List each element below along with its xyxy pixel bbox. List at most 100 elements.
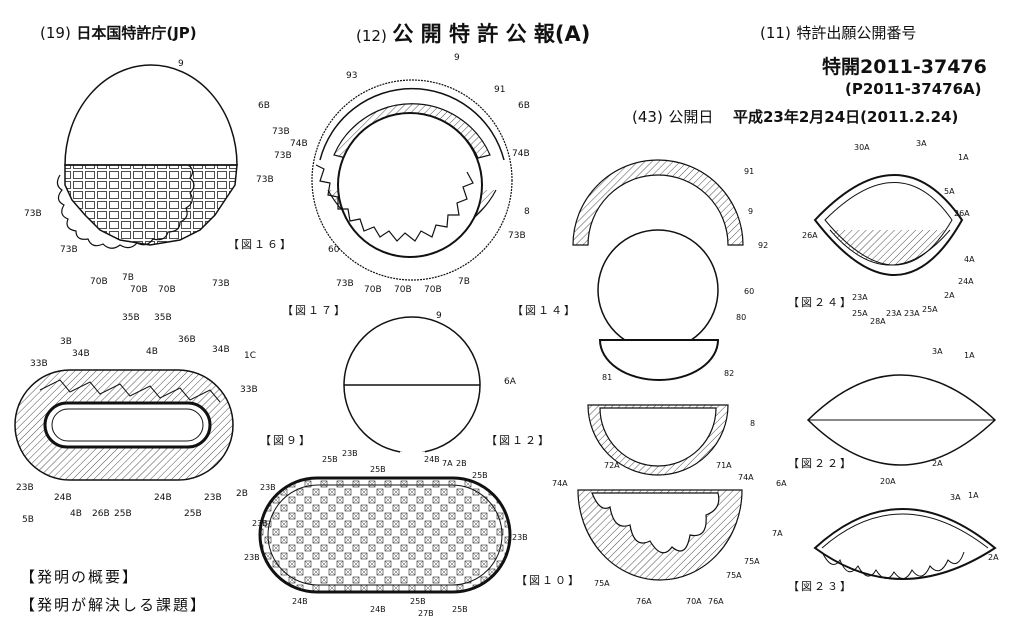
- figure-23: [815, 509, 995, 579]
- fig22-label: 20A: [880, 477, 896, 486]
- fig24-label: 26A: [802, 231, 818, 240]
- fig10-label: 24B: [292, 597, 308, 606]
- fig10-label: 25B: [472, 471, 488, 480]
- fig17-label: 91: [494, 85, 505, 95]
- fig9-label: 35B: [154, 313, 172, 323]
- fig16-label: 73B: [274, 151, 292, 161]
- fig14-label: 71A: [716, 461, 732, 470]
- fig14-label: 91: [744, 167, 754, 176]
- fig24-label: 23A: [904, 309, 920, 318]
- fig9-label: 35B: [122, 313, 140, 323]
- fig10-label: 2B: [456, 459, 467, 468]
- fig10-label: 23B: [342, 449, 358, 458]
- fig24-label: 30A: [854, 143, 870, 152]
- fig12-label: 6A: [504, 377, 517, 387]
- fig10-label: 23B: [512, 533, 528, 542]
- fig17-label: 74B: [290, 139, 308, 149]
- fig10-label: 25B: [370, 465, 386, 474]
- figure-17: [312, 80, 512, 280]
- fig17-label: 60: [328, 245, 340, 255]
- fig23-label: 1A: [968, 491, 979, 500]
- fig16-label: 73B: [272, 127, 290, 137]
- fig14-label: 60: [744, 287, 754, 296]
- fig24-label: 28A: [870, 317, 886, 326]
- fig17-label: 7B: [458, 277, 470, 287]
- fig14-label: 9: [748, 207, 753, 216]
- fig23-label: 3A: [950, 493, 961, 502]
- fig24-label: 23A: [886, 309, 902, 318]
- fig14-label: 72A: [604, 461, 620, 470]
- fig14-label: 7A: [772, 529, 783, 538]
- fig24-label: 25A: [922, 305, 938, 314]
- fig14-label: 74A: [552, 479, 568, 488]
- fig16-label: 73B: [256, 175, 274, 185]
- fig16-label: 70B: [158, 285, 176, 295]
- figure-22: [808, 375, 995, 465]
- fig16-label: 7B: [122, 273, 134, 283]
- fig16-label: 73B: [60, 245, 78, 255]
- fig14-label: 81: [602, 373, 612, 382]
- fig22-label: 2A: [932, 459, 943, 468]
- fig16-label: 70B: [130, 285, 148, 295]
- fig9-label: 25B: [184, 509, 202, 519]
- fig14-label: 8: [750, 419, 755, 428]
- fig10-label: 24B: [424, 455, 440, 464]
- figure-16: [57, 65, 237, 248]
- fig10-label: 23B: [252, 519, 268, 528]
- fig9-label: 25B: [114, 509, 132, 519]
- fig9-label: 1C: [244, 351, 256, 361]
- fig9-label: 24B: [154, 493, 172, 503]
- fig24-label: 24A: [958, 277, 974, 286]
- fig14-label: 80: [736, 313, 746, 322]
- fig17-label: 6B: [518, 101, 530, 111]
- fig24-label: 26A: [954, 209, 970, 218]
- fig17-label: 70B: [424, 285, 442, 295]
- fig9-label: 24B: [54, 493, 72, 503]
- fig12-label: 9: [436, 311, 442, 321]
- fig10-label: 23B: [260, 483, 276, 492]
- fig9-label: 33B: [240, 385, 258, 395]
- fig14-label: 75A: [726, 571, 742, 580]
- fig24-label: 5A: [944, 187, 955, 196]
- fig14-label: 74A: [738, 473, 754, 482]
- fig9-label: 4B: [146, 347, 158, 357]
- fig14-label: 92: [758, 241, 768, 250]
- fig9-label: 3B: [60, 337, 72, 347]
- fig14-label: 75A: [594, 579, 610, 588]
- fig9-label: 36B: [178, 335, 196, 345]
- fig16-label: 9: [178, 59, 184, 69]
- fig14-label: 75A: [744, 557, 760, 566]
- fig10-label: 24B: [370, 605, 386, 614]
- fig16-label: 70B: [90, 277, 108, 287]
- fig9-label: 34B: [212, 345, 230, 355]
- fig9-label: 23B: [16, 483, 34, 493]
- fig17-label: 93: [346, 71, 357, 81]
- fig9-label: 4B: [70, 509, 82, 519]
- fig10-label: 25B: [322, 455, 338, 464]
- figure-9: [15, 370, 233, 480]
- fig17-label: 73B: [336, 279, 354, 289]
- fig17-label: 73B: [508, 231, 526, 241]
- fig10-label: 25B: [410, 597, 426, 606]
- fig23-label: 2A: [988, 553, 999, 562]
- fig10-label: 23B: [244, 553, 260, 562]
- fig9-label: 26B: [92, 509, 110, 519]
- fig24-label: 25A: [852, 309, 868, 318]
- figure-24: [815, 175, 962, 275]
- fig16-label: 73B: [24, 209, 42, 219]
- fig14-label: 76A: [636, 597, 652, 606]
- fig9-label: 33B: [30, 359, 48, 369]
- fig10-label: 25B: [452, 605, 468, 614]
- fig16-label: 6B: [258, 101, 270, 111]
- fig17-label: 70B: [394, 285, 412, 295]
- fig14-label: 70A: [686, 597, 702, 606]
- fig14-label: 6A: [776, 479, 787, 488]
- fig22-label: 1A: [964, 351, 975, 360]
- fig22-label: 3A: [932, 347, 943, 356]
- fig24-label: 3A: [916, 139, 927, 148]
- fig16-label: 73B: [212, 279, 230, 289]
- fig10-label: 7A: [442, 459, 453, 468]
- figure-12: [344, 317, 480, 453]
- fig10-label: 27B: [418, 609, 434, 618]
